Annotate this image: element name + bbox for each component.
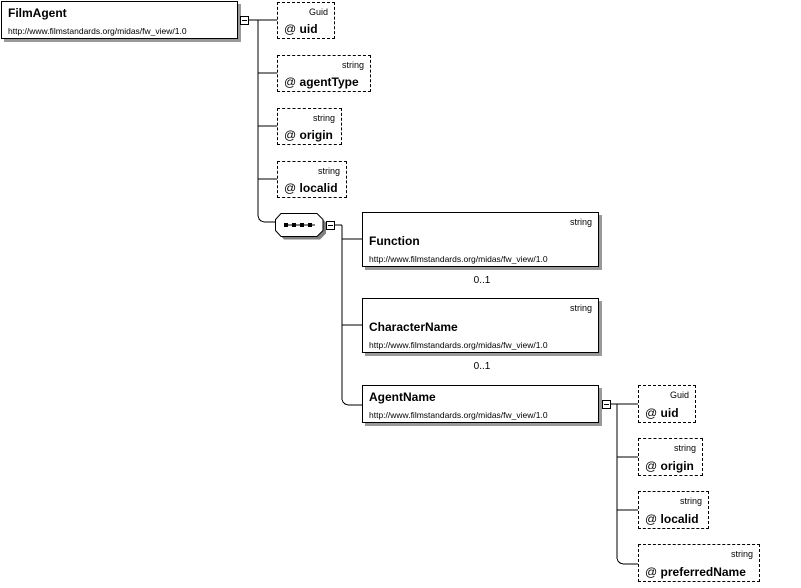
attribute-type: string	[312, 113, 335, 123]
attribute-origin[interactable]: string @ origin	[277, 108, 342, 145]
at-icon: @	[645, 459, 658, 473]
attribute-type: Guid	[669, 390, 689, 400]
at-icon: @	[645, 512, 658, 526]
agent-name-attribute-uid[interactable]: Guid @ uid	[638, 385, 696, 423]
film-agent-name: FilmAgent	[8, 6, 67, 20]
attribute-name: origin	[660, 459, 694, 473]
at-icon: @	[645, 565, 658, 579]
at-icon: @	[645, 406, 658, 420]
element-type: string	[569, 217, 592, 227]
attribute-name: preferredName	[660, 565, 746, 579]
attribute-name: agentType	[299, 75, 359, 89]
attribute-type: string	[679, 496, 702, 506]
sequence-compositor-icon[interactable]	[275, 213, 326, 240]
attribute-name: origin	[299, 128, 333, 142]
attribute-name: uid	[299, 22, 318, 36]
sequence-collapse-toggle[interactable]	[326, 221, 335, 230]
agent-name-element[interactable]: AgentName http://www.filmstandards.org/m…	[362, 385, 599, 423]
agent-name-attribute-preferred-name[interactable]: string @ preferredName	[638, 544, 760, 582]
attribute-name: uid	[660, 406, 679, 420]
element-name: AgentName	[369, 390, 436, 404]
attribute-localid[interactable]: string @ localid	[277, 161, 347, 198]
element-namespace: http://www.filmstandards.org/midas/fw_vi…	[369, 340, 548, 350]
attribute-type: string	[341, 60, 364, 70]
agent-name-attribute-origin[interactable]: string @ origin	[638, 438, 703, 476]
at-icon: @	[284, 128, 297, 142]
at-icon: @	[284, 75, 297, 89]
element-name: CharacterName	[369, 320, 458, 334]
at-icon: @	[284, 181, 297, 195]
attribute-type: string	[730, 549, 753, 559]
attribute-name: localid	[660, 512, 699, 526]
element-name: Function	[369, 234, 420, 248]
element-namespace: http://www.filmstandards.org/midas/fw_vi…	[369, 254, 548, 264]
agent-name-collapse-toggle[interactable]	[602, 400, 611, 409]
attribute-uid[interactable]: Guid @ uid	[277, 2, 335, 39]
attribute-type: Guid	[308, 7, 328, 17]
function-element[interactable]: string Function http://www.filmstandards…	[362, 212, 599, 267]
attribute-type: string	[673, 443, 696, 453]
character-name-element[interactable]: string CharacterName http://www.filmstan…	[362, 298, 599, 353]
attribute-type: string	[317, 166, 340, 176]
film-agent-namespace: http://www.filmstandards.org/midas/fw_vi…	[8, 26, 187, 36]
element-namespace: http://www.filmstandards.org/midas/fw_vi…	[369, 410, 548, 420]
character-name-cardinality: 0..1	[473, 361, 491, 372]
film-agent-collapse-toggle[interactable]	[240, 16, 249, 25]
agent-name-attribute-localid[interactable]: string @ localid	[638, 491, 709, 529]
element-type: string	[569, 303, 592, 313]
attribute-name: localid	[299, 181, 338, 195]
at-icon: @	[284, 22, 297, 36]
film-agent-element[interactable]: FilmAgent http://www.filmstandards.org/m…	[1, 1, 238, 39]
attribute-agent-type[interactable]: string @ agentType	[277, 55, 371, 92]
function-cardinality: 0..1	[473, 275, 491, 286]
